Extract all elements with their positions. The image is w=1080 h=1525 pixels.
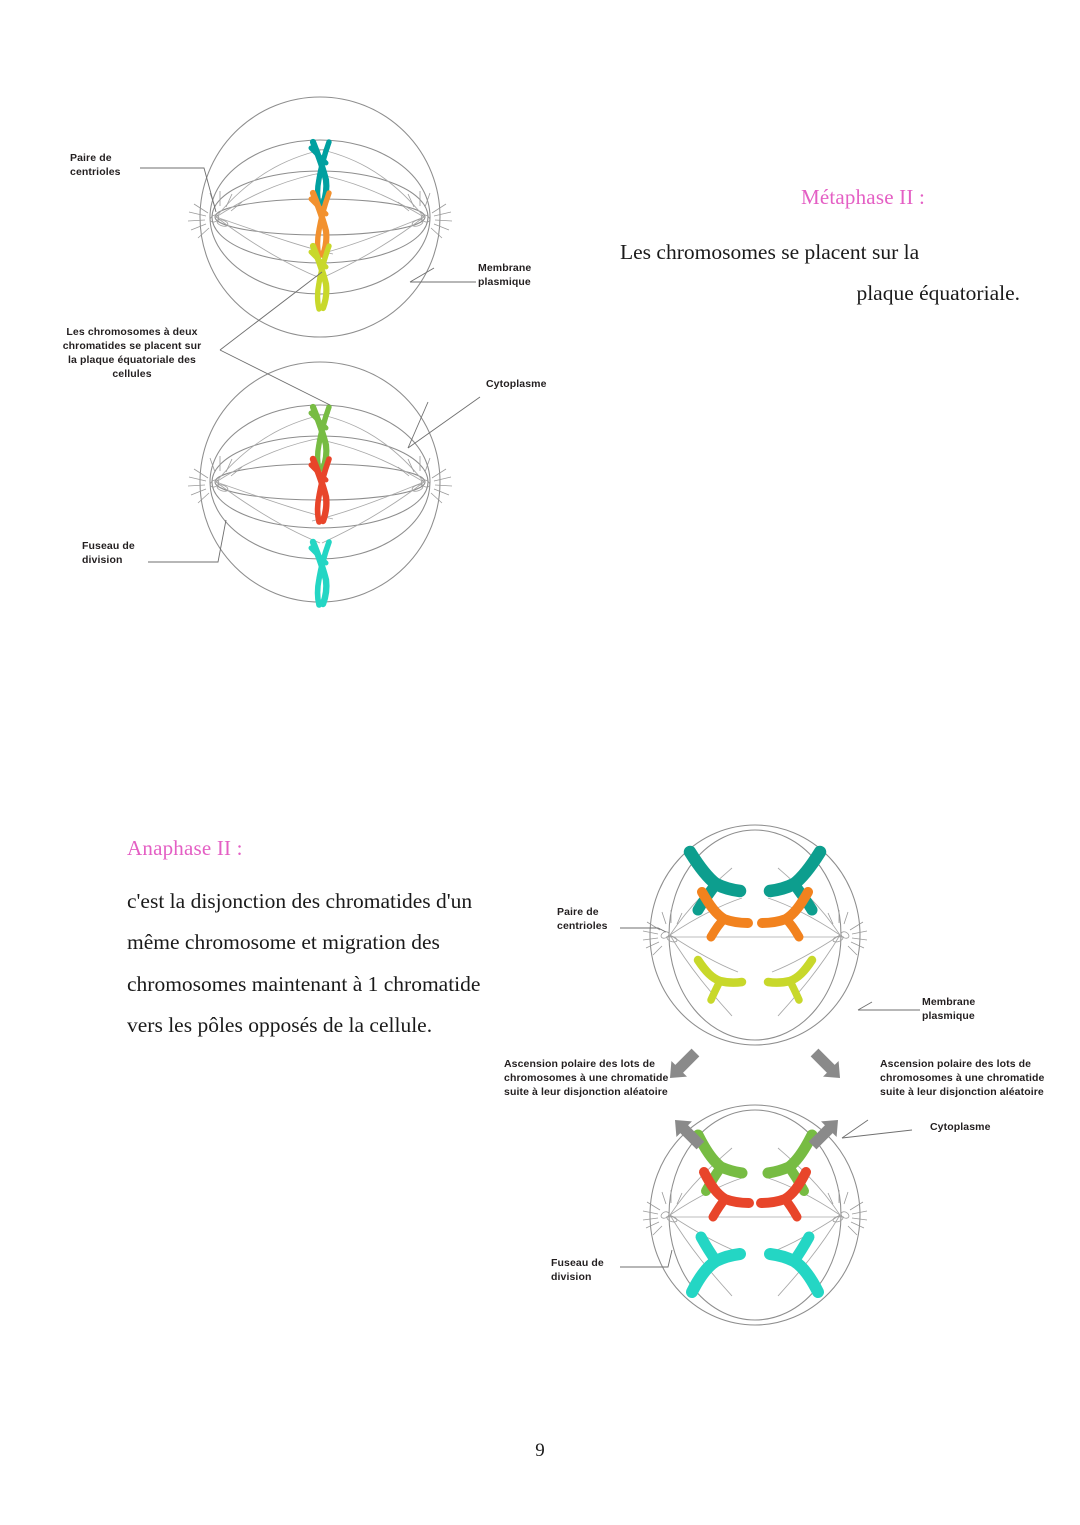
paire-de-centrioles-left (187, 191, 243, 239)
anaphase-body-line: même chromosome et migration des (127, 930, 440, 955)
chromosome-yellowgreen (308, 242, 332, 312)
anaphase-text-block: Anaphase II : c'est la disjonction des c… (127, 836, 527, 1046)
metaphase-figure (30, 50, 610, 630)
label-ascension-polaire-right: Ascension polaire des lots de chromosome… (880, 1058, 1045, 1098)
chromatid-cyan (686, 1231, 746, 1298)
anaphase-figure (520, 820, 1080, 1360)
anaphase-body: c'est la disjonction des chromatides d'u… (127, 881, 527, 1046)
fuseau-fibres (669, 867, 841, 1017)
label-cytoplasme: Cytoplasme (486, 378, 547, 390)
anaphase-lower-cell (642, 1104, 868, 1326)
chromatid-green (692, 1129, 748, 1196)
metaphase-upper-cell (187, 96, 453, 338)
anaphase-body-line: c'est la disjonction des chromatides d'u… (127, 889, 473, 913)
membrane-plasmique-outline (199, 96, 441, 338)
chromatid-green (762, 1129, 818, 1196)
chromatid-yellowgreen (763, 955, 817, 1004)
paire-de-centrioles-left (642, 910, 683, 956)
label-cytoplasme: Cytoplasme (930, 1121, 991, 1133)
arrow-up-right-icon (810, 1048, 840, 1078)
label-paire-de-centrioles: Paire de centrioles (557, 906, 608, 932)
metaphase-body-line: plaque équatoriale. (856, 281, 1020, 306)
chromatid-orange (697, 887, 753, 942)
anaphase-svg (620, 824, 920, 1326)
label-paire-de-centrioles: Paire de centrioles (70, 152, 121, 178)
label-chromosomes-plaque-equatoriale: Les chromosomes à deux chromatides se pl… (62, 326, 202, 380)
chromosome-red (308, 455, 332, 525)
chromatid-red (756, 1167, 811, 1222)
chromatid-orange (757, 887, 813, 942)
paire-de-centrioles-right (827, 910, 868, 956)
arrow-down-left-icon (675, 1120, 705, 1150)
metaphase-title: Métaphase II : (800, 185, 926, 209)
paire-de-centrioles-left (187, 456, 243, 504)
chromosome-orange (308, 189, 332, 259)
metaphase-leader-lines (140, 167, 481, 563)
page-number: 9 (535, 1440, 545, 1461)
paire-de-centrioles-right (397, 456, 453, 504)
anaphase-title: Anaphase II : (127, 836, 243, 860)
arrow-down-right-icon (808, 1120, 838, 1150)
fuseau-fibres (669, 1147, 841, 1297)
metaphase-body: Les chromosomes se placent sur la plaque… (620, 232, 1020, 315)
membrane-plasmique-outline (649, 824, 861, 1046)
metaphase-text-block: Métaphase II : Les chromosomes se placen… (620, 185, 1020, 315)
label-fuseau-de-division: Fuseau de division (551, 1257, 604, 1283)
paire-de-centrioles-right (827, 1190, 868, 1236)
paire-de-centrioles-left (642, 1190, 683, 1236)
chromosome-cyan (308, 538, 332, 608)
arrow-up-left-icon (670, 1048, 700, 1078)
label-fuseau-de-division: Fuseau de division (82, 540, 135, 566)
ascension-arrows (670, 1048, 840, 1150)
anaphase-body-line: chromosomes maintenant à 1 chromatide (127, 971, 481, 996)
metaphase-lower-cell (187, 361, 453, 608)
membrane-plasmique-outline (649, 1104, 861, 1326)
anaphase-leader-lines (620, 927, 920, 1268)
chromatid-yellowgreen (693, 955, 747, 1004)
metaphase-svg (140, 96, 481, 608)
anaphase-upper-cell (642, 824, 868, 1046)
anaphase-body-line: vers les pôles opposés de la cellule. (127, 1012, 433, 1037)
label-membrane-plasmique: Membrane plasmique (922, 996, 976, 1022)
label-membrane-plasmique: Membrane plasmique (478, 262, 532, 288)
metaphase-body-line: Les chromosomes se placent sur la (620, 240, 920, 264)
chromatid-cyan (764, 1231, 824, 1298)
paire-de-centrioles-right (397, 191, 453, 239)
label-ascension-polaire-left: Ascension polaire des lots de chromosome… (504, 1058, 669, 1098)
chromatid-red (699, 1167, 754, 1222)
